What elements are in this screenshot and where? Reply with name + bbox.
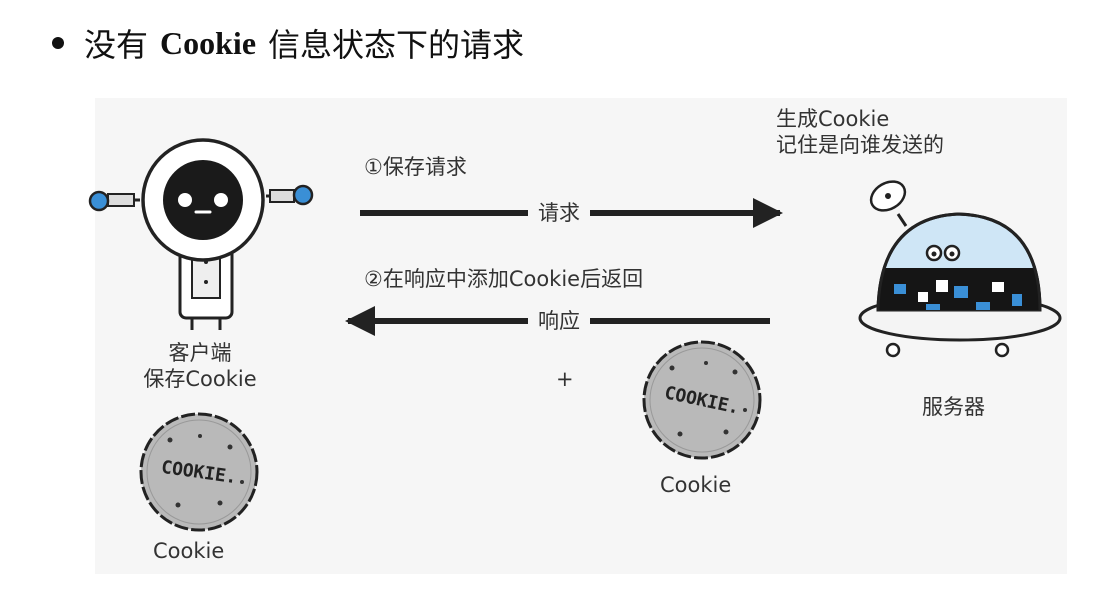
server-note-line2: 记住是向谁发送的 bbox=[776, 133, 944, 158]
page-title: 没有 Cookie 信息状态下的请求 bbox=[52, 18, 524, 68]
server-label: 服务器 bbox=[922, 395, 985, 419]
response-cookie-icon: COOKIE. bbox=[642, 340, 762, 460]
title-suffix: 信息状态下的请求 bbox=[268, 26, 525, 64]
client-label-line1: 客户端 bbox=[168, 341, 232, 365]
server-note-line1: 生成Cookie bbox=[776, 107, 890, 131]
client-label: 客户端 保存Cookie bbox=[128, 340, 272, 393]
server-note: 生成Cookie 记住是向谁发送的 bbox=[776, 106, 944, 159]
title-keyword: Cookie bbox=[160, 24, 257, 61]
client-robot-icon bbox=[88, 138, 314, 330]
client-cookie-label: Cookie bbox=[153, 539, 225, 563]
bullet-icon bbox=[52, 37, 64, 49]
client-label-line2: 保存Cookie bbox=[143, 367, 257, 392]
request-arrow-label: 请求 bbox=[528, 200, 590, 227]
client-cookie-icon: COOKIE. bbox=[139, 412, 259, 532]
title-prefix: 没有 bbox=[84, 26, 149, 64]
response-step-label: ②在响应中添加Cookie后返回 bbox=[364, 267, 644, 291]
response-cookie-label: Cookie bbox=[660, 473, 732, 497]
server-robot-icon bbox=[858, 180, 1062, 358]
request-step-label: ①保存请求 bbox=[364, 155, 467, 179]
plus-sign: + bbox=[556, 367, 574, 391]
response-arrow-label: 响应 bbox=[528, 308, 590, 335]
